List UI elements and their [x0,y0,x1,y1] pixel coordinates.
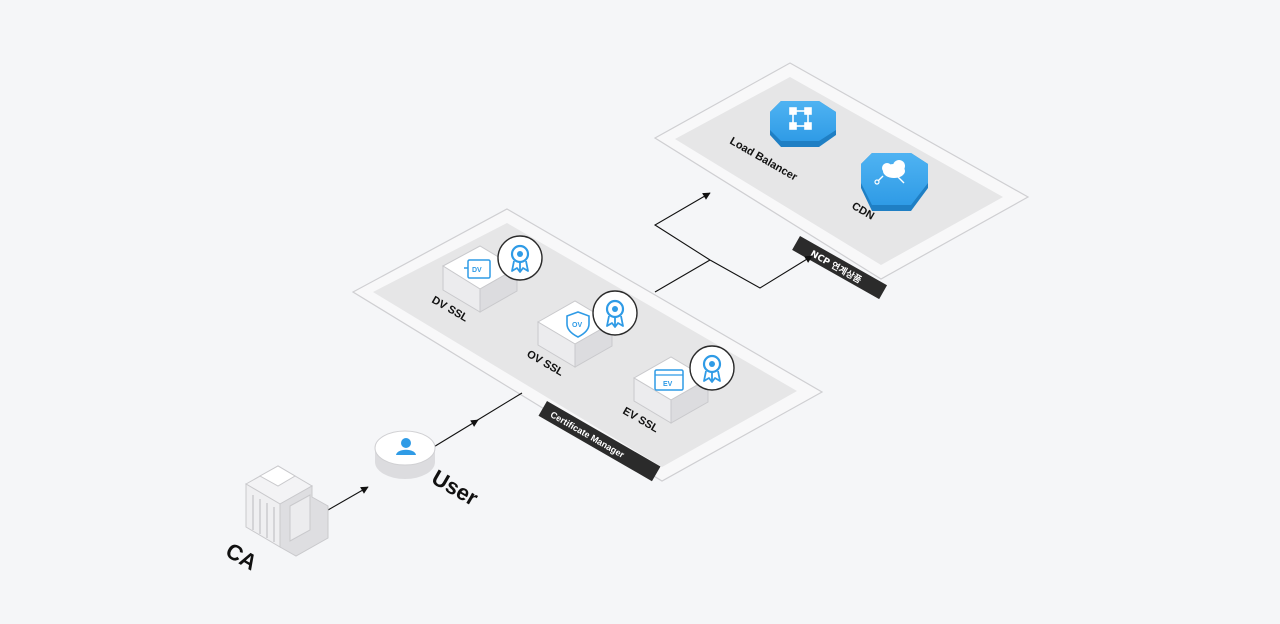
user-node[interactable]: User [374,430,483,511]
arrow-branch-to-lb [653,192,711,261]
cdn-node[interactable]: CDN [850,153,929,223]
ca-building-icon [244,465,329,557]
dv-badge-text: DV [472,267,482,274]
ca-label: CA [222,538,262,576]
arrow-user-to-cert [431,419,479,449]
ncp-panel: NCP 연계상품 Load Balancer [653,62,1030,300]
arrow-ca-to-user [327,486,369,511]
line-user-to-cert-cont [475,392,523,422]
cdn-icon [874,160,905,185]
dv-document-icon: DV [464,259,491,279]
arrow-branch-to-cdn [709,255,813,289]
connectors [327,192,813,511]
certificate-manager-panel: Certificate Manager DV DV SSL [351,208,824,482]
load-balancer-icon [789,107,812,130]
ev-award-icon [689,345,735,391]
ov-award-icon [592,290,638,336]
user-icon [396,438,416,455]
line-cert-to-branch [654,259,711,293]
ev-badge-text: EV [663,381,673,388]
ev-browser-icon: EV [654,369,684,391]
ov-ssl-item[interactable]: OV OV SSL [525,290,638,379]
ov-shield-icon: OV [566,311,590,338]
ca-node[interactable]: CA [222,465,329,576]
dv-award-icon [497,235,543,281]
ov-badge-text: OV [572,322,582,329]
user-label: User [428,465,483,511]
